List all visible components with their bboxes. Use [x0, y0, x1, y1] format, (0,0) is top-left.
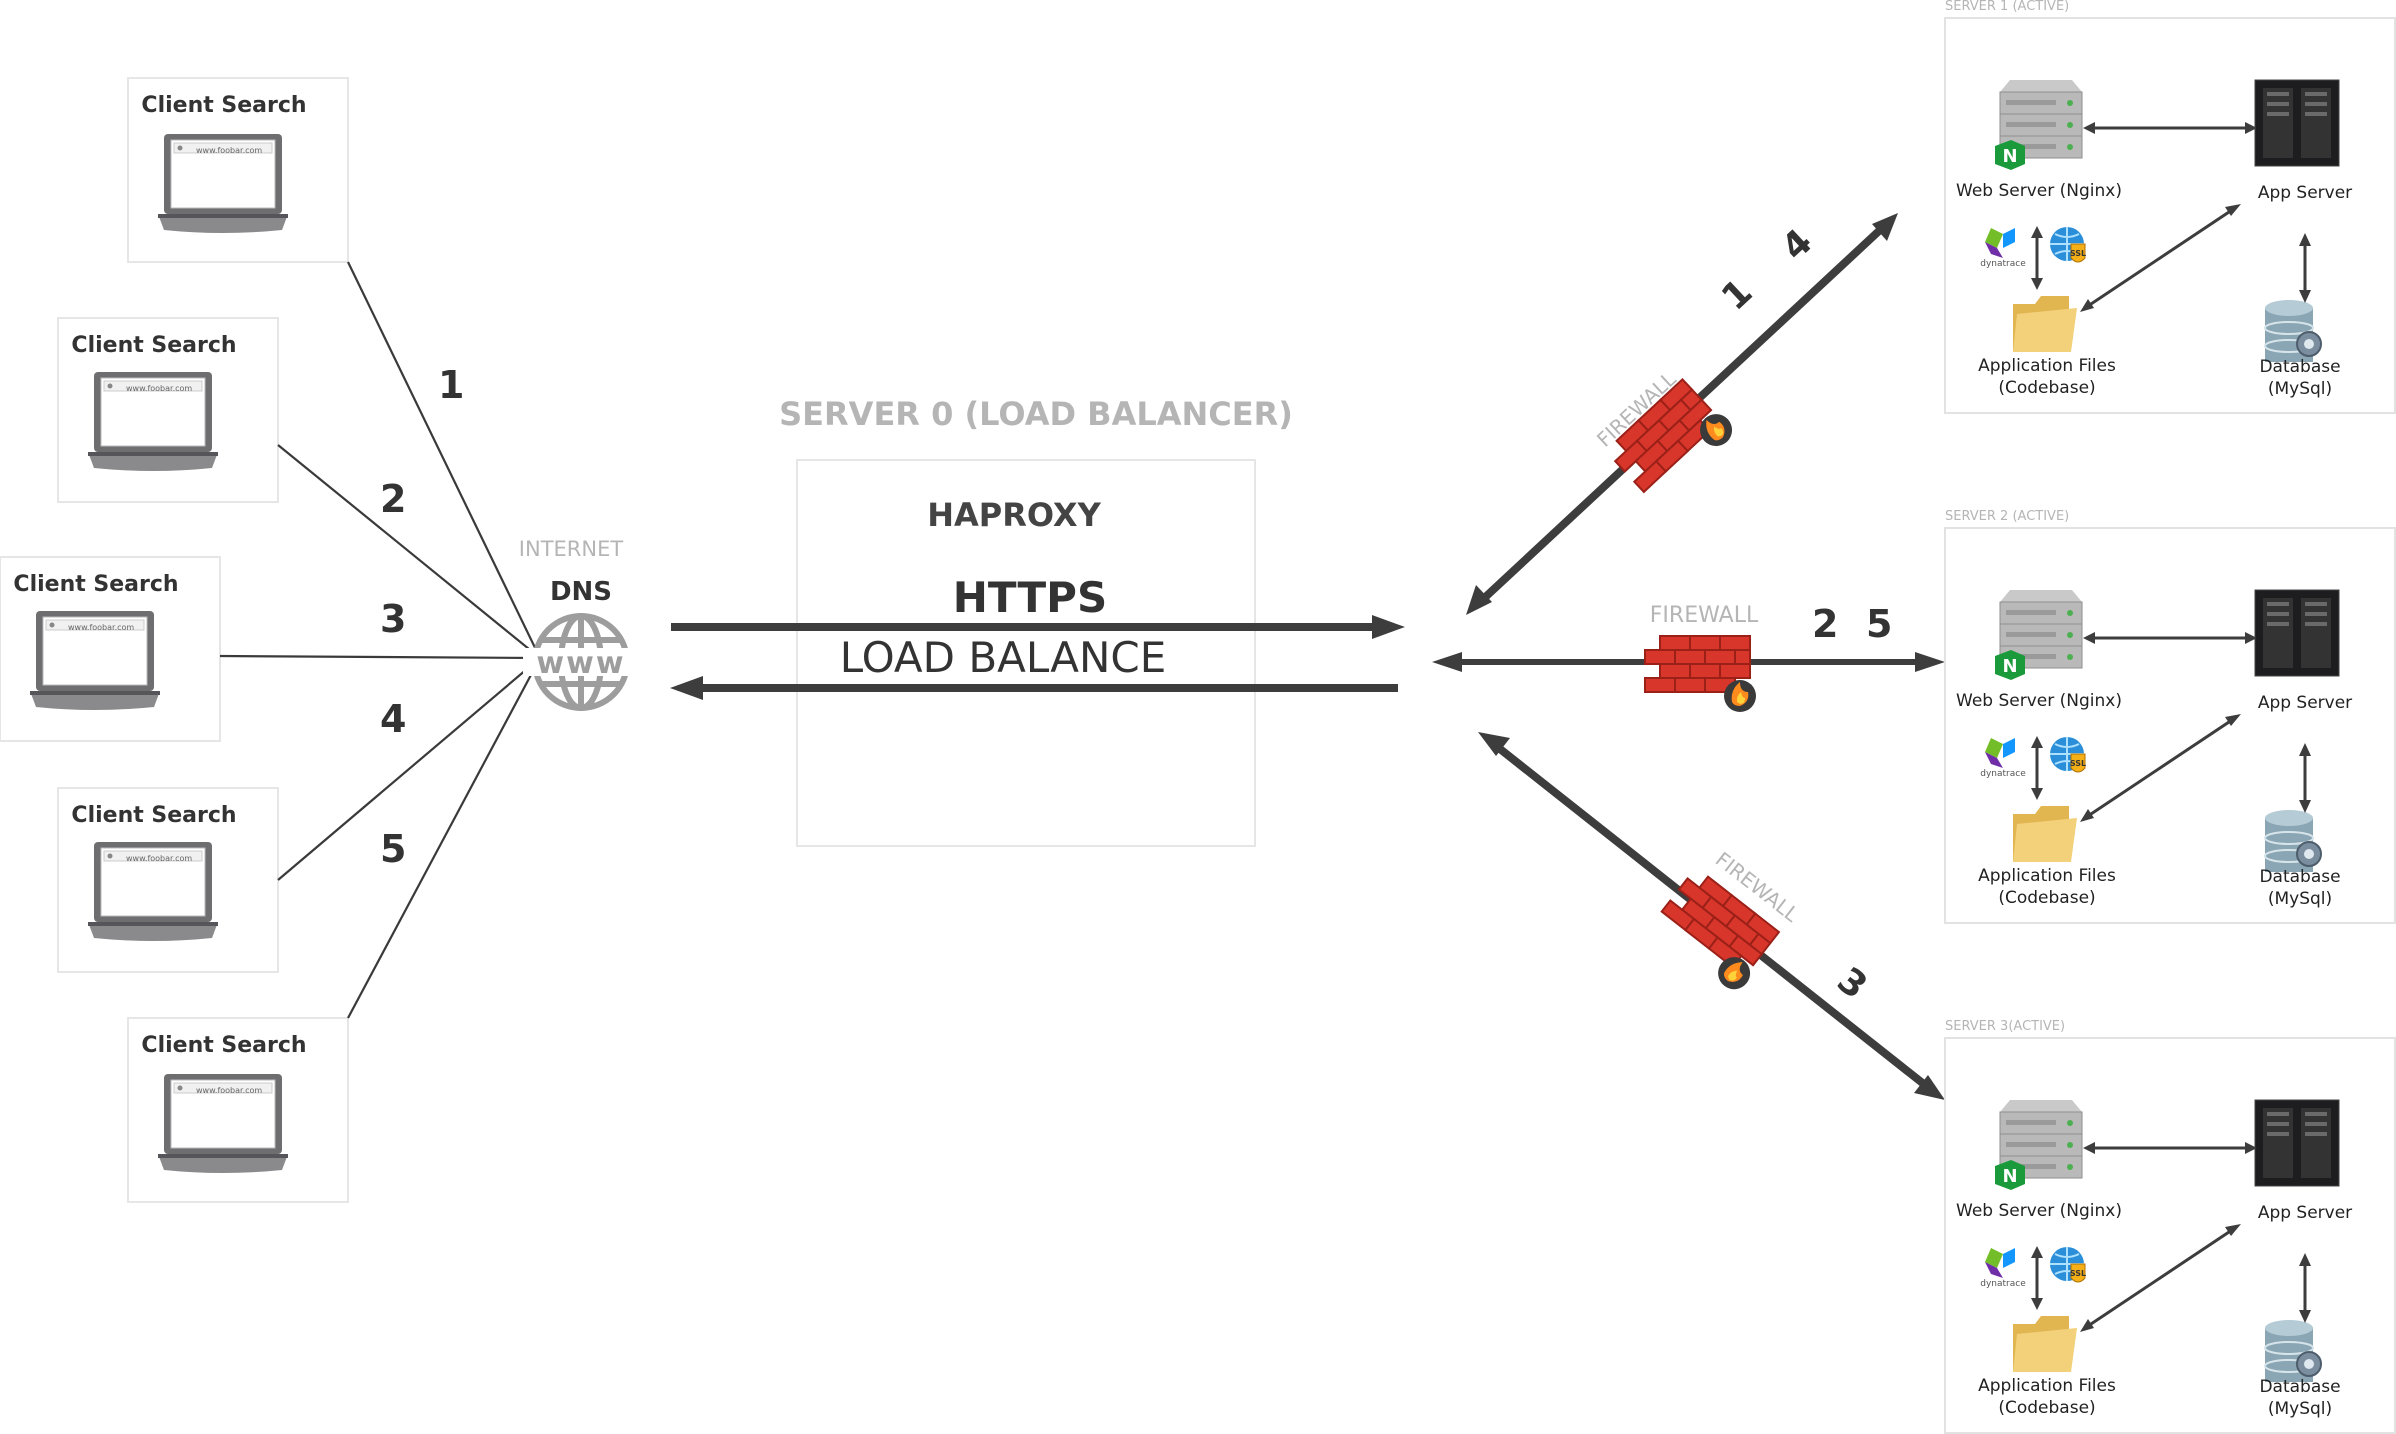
haproxy-label: HAPROXY [927, 496, 1101, 534]
www-globe-icon: www [523, 613, 639, 711]
web-server-label: Web Server (Nginx) [1956, 1201, 2122, 1221]
route-number: 2 [380, 477, 406, 521]
server-title: SERVER 2 (ACTIVE) [1945, 509, 2069, 524]
app-server-label: App Server [2258, 1203, 2352, 1223]
browser-url: www.foobar.com [196, 146, 262, 155]
dynatrace-label: dynatrace [1980, 259, 2026, 269]
route-number: 2 [1812, 602, 1838, 646]
app-server-label: App Server [2258, 693, 2352, 713]
server-title: SERVER 1 (ACTIVE) [1945, 0, 2069, 14]
files-label: Application Files [1978, 1376, 2116, 1396]
route-top: FIREWALL 1 4 [1466, 213, 1898, 615]
server-title: SERVER 3(ACTIVE) [1945, 1019, 2065, 1034]
client-label: Client Search [141, 93, 306, 118]
client-4: Client Search www.foobar.com [57, 787, 279, 973]
db-label: Database [2259, 1377, 2340, 1397]
route-number: 5 [1866, 602, 1892, 646]
route-number: 5 [380, 827, 406, 871]
client-route-numbers: 1 2 3 4 5 [380, 363, 464, 871]
db-label: Database [2259, 867, 2340, 887]
browser-url: www.foobar.com [126, 854, 192, 863]
client-label: Client Search [141, 1033, 306, 1058]
route-number: 1 [438, 363, 464, 407]
client-label: Client Search [13, 572, 178, 597]
route-number: 3 [380, 597, 406, 641]
svg-text:www: www [536, 646, 625, 681]
files-label-2: (Codebase) [1998, 378, 2095, 398]
client-label: Client Search [71, 333, 236, 358]
files-label: Application Files [1978, 866, 2116, 886]
https-label: HTTPS [953, 573, 1107, 622]
dns-lb-arrows [670, 615, 1405, 700]
load-balancer-title: SERVER 0 (LOAD BALANCER) [779, 395, 1293, 433]
server-1: SERVER 1 (ACTIVE) Web Server (Nginx) App… [1945, 0, 2395, 413]
firewall-icon [1644, 635, 1757, 713]
client-1: Client Search www.foobar.com [127, 77, 349, 263]
browser-url: www.foobar.com [196, 1086, 262, 1095]
server-3: SERVER 3(ACTIVE) Web Server (Nginx) App … [1945, 1019, 2395, 1433]
client-label: Client Search [71, 803, 236, 828]
client-5: Client Search www.foobar.com [127, 1017, 349, 1203]
server-2: SERVER 2 (ACTIVE) Web Server (Nginx) App… [1945, 509, 2395, 923]
files-label: Application Files [1978, 356, 2116, 376]
client-2: Client Search www.foobar.com [57, 317, 279, 503]
web-server-label: Web Server (Nginx) [1956, 691, 2122, 711]
load-balancer: SERVER 0 (LOAD BALANCER) HAPROXY HTTPS L… [779, 395, 1293, 847]
firewall-icon [1604, 374, 1740, 508]
db-label-2: (MySql) [2268, 889, 2332, 909]
dns-node: INTERNET DNS www [519, 537, 639, 711]
firewall-label: FIREWALL [1650, 603, 1759, 628]
browser-url: www.foobar.com [126, 384, 192, 393]
internet-label: INTERNET [519, 537, 624, 561]
client-3: Client Search www.foobar.com [0, 556, 221, 742]
db-label: Database [2259, 357, 2340, 377]
route-number: 3 [1829, 960, 1874, 1008]
db-label-2: (MySql) [2268, 1399, 2332, 1419]
dynatrace-label: dynatrace [1980, 769, 2026, 779]
load-balance-label: LOAD BALANCE [840, 633, 1167, 682]
db-label-2: (MySql) [2268, 379, 2332, 399]
files-label-2: (Codebase) [1998, 1398, 2095, 1418]
route-number: 4 [1774, 222, 1820, 269]
route-number: 4 [380, 697, 406, 741]
dynatrace-label: dynatrace [1980, 1279, 2026, 1289]
dns-label: DNS [550, 577, 612, 607]
route-middle: FIREWALL 2 5 [1432, 602, 1945, 713]
files-label-2: (Codebase) [1998, 888, 2095, 908]
client-connections [219, 261, 541, 1019]
web-server-label: Web Server (Nginx) [1956, 181, 2122, 201]
route-bottom: FIREWALL 3 [1478, 732, 1945, 1100]
app-server-label: App Server [2258, 183, 2352, 203]
route-number: 1 [1714, 272, 1760, 319]
browser-url: www.foobar.com [68, 623, 134, 632]
